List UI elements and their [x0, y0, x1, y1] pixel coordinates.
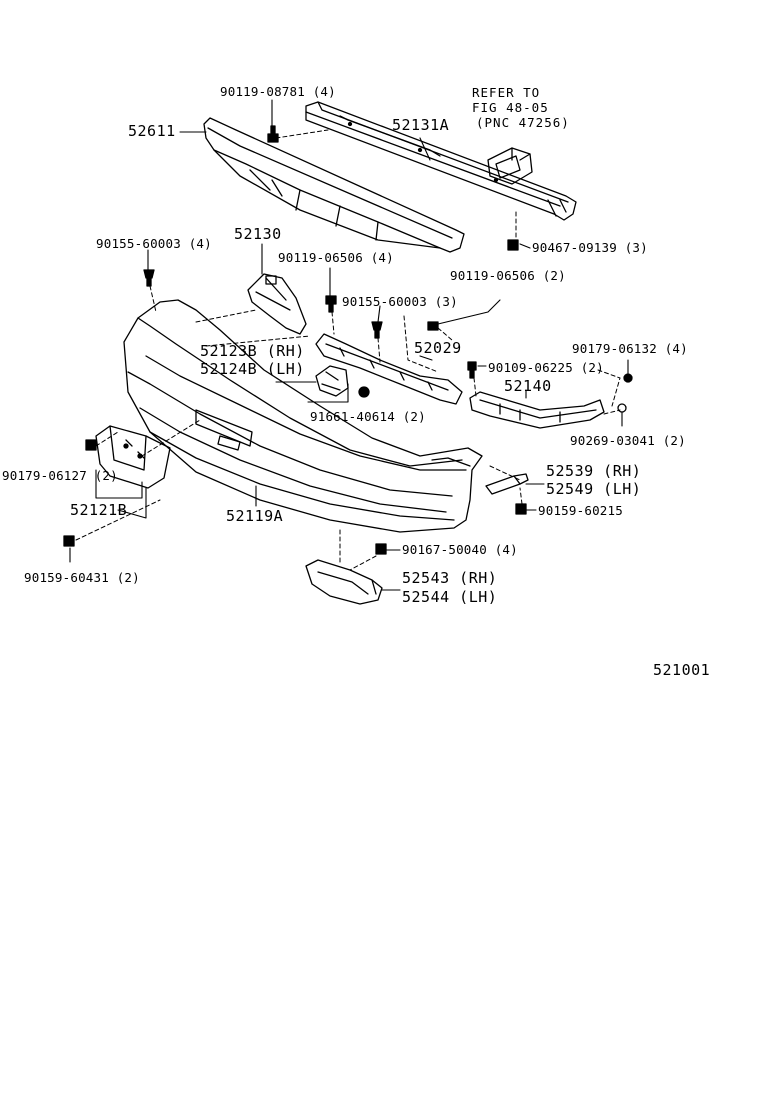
- part-label-52539: 52539 (RH): [546, 462, 642, 480]
- part-label-52029: 52029: [414, 339, 462, 357]
- part-label-90119-06506-2: 90119-06506 (2): [450, 268, 566, 283]
- part-label-52131a: 52131A: [392, 116, 450, 134]
- retainer-52130: [247, 273, 307, 335]
- absorber-52611: [203, 117, 465, 253]
- retainer-52029: [315, 333, 463, 405]
- part-label-90269-03041: 90269-03041 (2): [570, 433, 686, 448]
- part-label-52611: 52611: [128, 122, 176, 140]
- part-label-90159-60215: 90159-60215: [538, 503, 623, 518]
- figure-code: 521001: [653, 661, 711, 679]
- part-label-90155-60003-4: 90155-60003 (4): [96, 236, 212, 251]
- part-label-52543: 52543 (RH): [402, 569, 498, 587]
- part-label-52140: 52140: [504, 377, 552, 395]
- part-label-52549: 52549 (LH): [546, 480, 642, 498]
- part-label-90119-06506-4: 90119-06506 (4): [278, 250, 394, 265]
- part-label-52121b: 52121B: [70, 501, 128, 519]
- part-label-52123b: 52123B (RH): [200, 342, 305, 360]
- bumper-cover-52119a: [123, 299, 483, 533]
- part-label-90167-50040: 90167-50040 (4): [402, 542, 518, 557]
- part-label-91661-40614: 91661-40614 (2): [310, 409, 426, 424]
- fasteners: [63, 125, 633, 555]
- reference-note-line1: REFER TO: [472, 85, 541, 100]
- part-label-90179-06127: 90179-06127 (2): [2, 468, 118, 483]
- dashed-assembly-lines: [75, 129, 621, 571]
- part-label-90159-60431: 90159-60431 (2): [24, 570, 140, 585]
- leader-lines: [69, 99, 629, 591]
- reference-note-line2: FIG 48-05: [472, 100, 549, 115]
- reference-bracket: [487, 147, 533, 185]
- part-label-52119a: 52119A: [226, 507, 284, 525]
- part-label-52130: 52130: [234, 225, 282, 243]
- reference-note-line3: (PNC 47256): [476, 115, 570, 130]
- part-label-90155-60003-3: 90155-60003 (3): [342, 294, 458, 309]
- license-bracket-52121b: [95, 425, 171, 489]
- part-label-90109-06225: 90109-06225 (2): [488, 360, 604, 375]
- fog-lamp-52543: [305, 559, 383, 605]
- part-label-90467-09139: 90467-09139 (3): [532, 240, 648, 255]
- part-label-90119-08781: 90119-08781 (4): [220, 84, 336, 99]
- reinforcement-52131a: [305, 101, 577, 221]
- part-label-52544: 52544 (LH): [402, 588, 498, 606]
- part-label-52124b: 52124B (LH): [200, 360, 305, 378]
- part-label-90179-06132: 90179-06132 (4): [572, 341, 688, 356]
- bracket-52539: [485, 473, 529, 495]
- side-support-52123b: [315, 365, 349, 397]
- retainer-52140: [469, 391, 605, 429]
